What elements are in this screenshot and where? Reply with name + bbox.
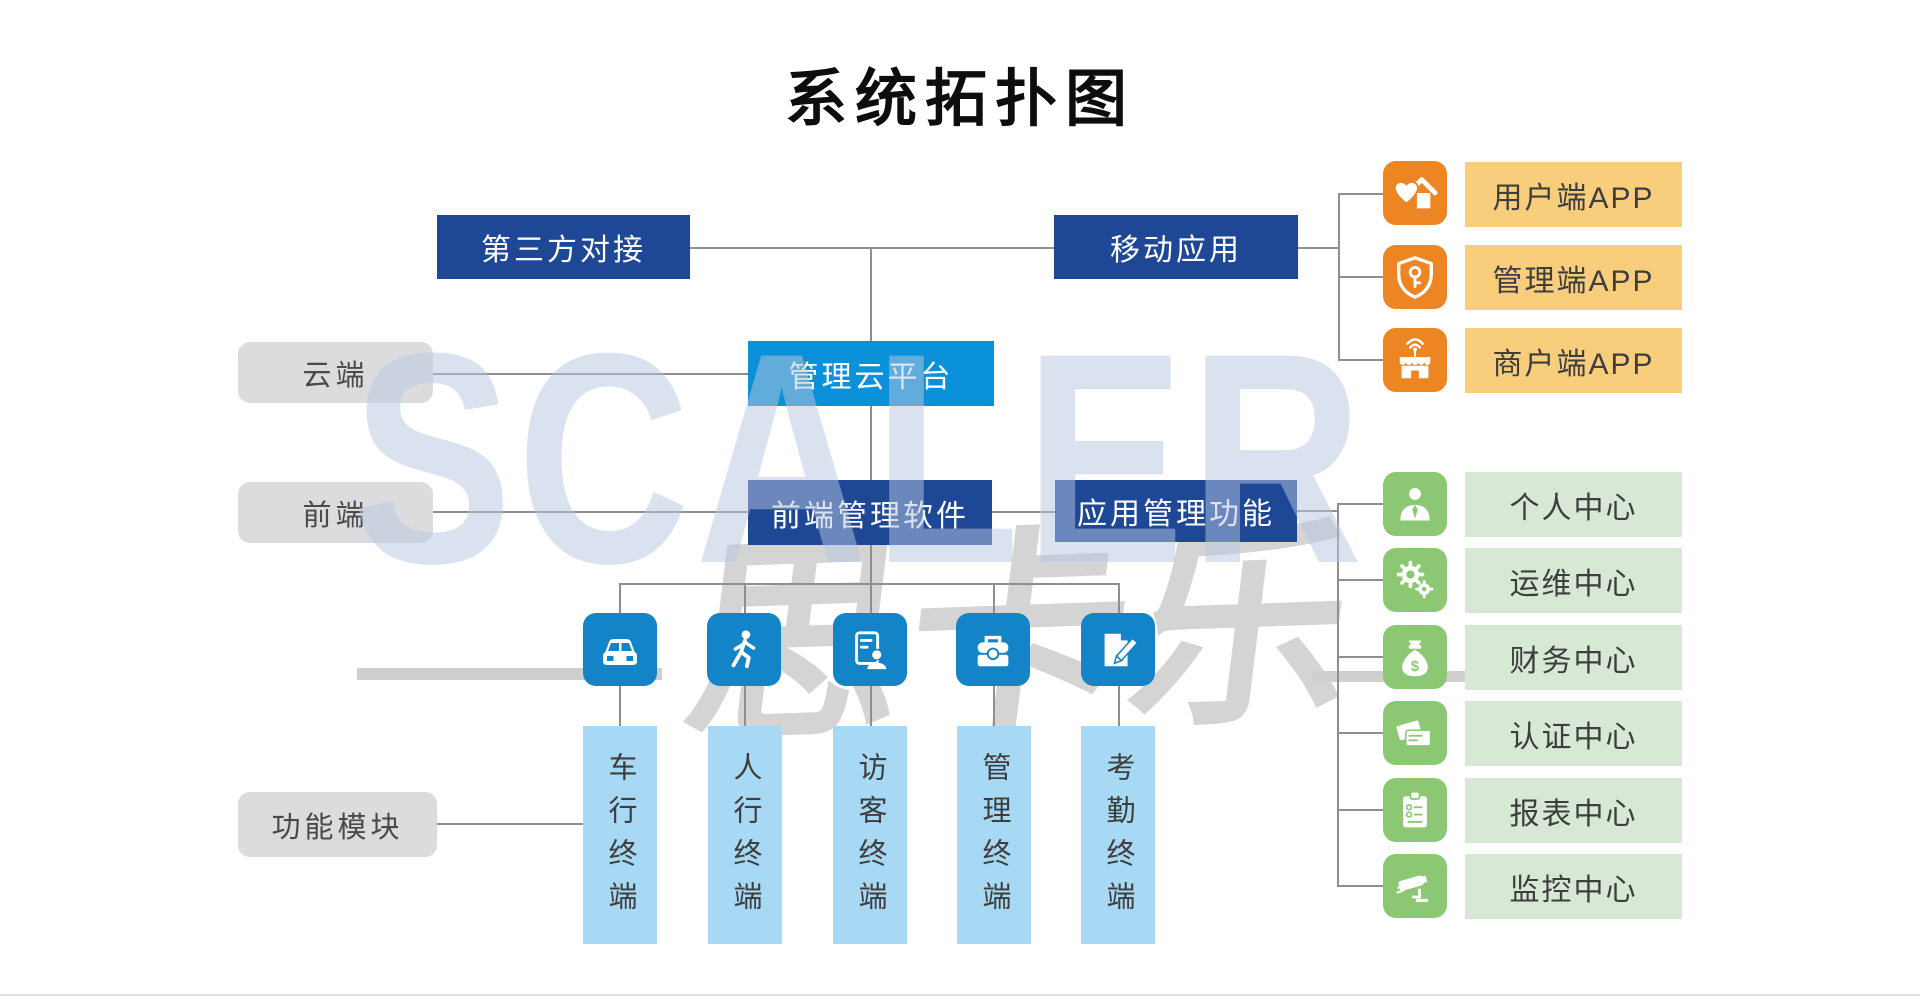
connector-top-vertical <box>870 247 872 341</box>
label-cloud-side: 云端 <box>238 342 433 403</box>
node-personal-center: 个人中心 <box>1465 472 1682 537</box>
node-personal-center-text: 个人中心 <box>1509 491 1638 525</box>
branch-center-3 <box>1337 656 1383 658</box>
money-bag-icon: $ <box>1383 625 1447 689</box>
cctv-icon <box>1383 854 1447 918</box>
bottom-rule <box>0 994 1920 996</box>
branch-app-1 <box>1338 193 1383 195</box>
toolbox-icon <box>956 613 1030 686</box>
stub-terminal-2 <box>744 686 746 726</box>
drop-terminal-4 <box>993 583 995 613</box>
label-front-side: 前端 <box>238 482 433 543</box>
store-wifi-icon <box>1383 328 1447 392</box>
connector-centers-vertical <box>1337 504 1339 887</box>
node-management-terminal: 管理终端 <box>957 726 1031 944</box>
clipboard-icon <box>1383 778 1447 842</box>
drop-terminal-1 <box>619 583 621 613</box>
stub-terminal-4 <box>993 686 995 726</box>
cards-icon <box>1383 701 1447 765</box>
node-frontend-software-text: 前端管理软件 <box>771 499 969 533</box>
connector-front-label <box>433 511 748 513</box>
label-cloud-side-text: 云端 <box>302 359 369 392</box>
node-attendance-terminal-text: 考勤终端 <box>1102 752 1134 924</box>
connector-top-horizontal <box>690 247 1054 249</box>
node-visitor-terminal: 访客终端 <box>833 726 907 944</box>
node-report-center-text: 报表中心 <box>1509 797 1638 831</box>
svg-text:$: $ <box>1411 659 1419 675</box>
node-vehicle-terminal: 车行终端 <box>583 726 657 944</box>
node-management-terminal-text: 管理终端 <box>978 752 1010 924</box>
stub-terminal-1 <box>619 686 621 726</box>
shield-key-icon <box>1383 245 1447 309</box>
node-finance-center: 财务中心 <box>1465 625 1682 690</box>
label-function-module: 功能模块 <box>238 792 437 857</box>
branch-center-1 <box>1337 503 1383 505</box>
node-ops-center-text: 运维中心 <box>1509 567 1638 601</box>
node-merchant-app-text: 商户端APP <box>1492 347 1655 381</box>
node-admin-app: 管理端APP <box>1465 245 1682 310</box>
node-user-app: 用户端APP <box>1465 162 1682 227</box>
branch-center-4 <box>1337 732 1383 734</box>
branch-center-2 <box>1337 579 1383 581</box>
connector-terminal-bus <box>619 583 1119 585</box>
node-pedestrian-terminal-text: 人行终端 <box>729 752 761 924</box>
node-vehicle-terminal-text: 车行终端 <box>604 752 636 924</box>
gears-icon <box>1383 548 1447 612</box>
person-icon <box>1383 472 1447 536</box>
node-auth-center: 认证中心 <box>1465 701 1682 766</box>
node-frontend-software: 前端管理软件 <box>748 480 992 545</box>
node-pedestrian-terminal: 人行终端 <box>708 726 782 944</box>
connector-mobile-right <box>1298 247 1338 249</box>
stub-terminal-3 <box>870 686 872 726</box>
heart-home-icon <box>1383 161 1447 225</box>
node-mobile-app-text: 移动应用 <box>1110 234 1242 267</box>
label-front-side-text: 前端 <box>302 499 369 532</box>
drop-terminal-5 <box>1118 583 1120 613</box>
node-user-app-text: 用户端APP <box>1492 181 1655 215</box>
connector-frontend-to-appmgmt <box>992 511 1055 513</box>
node-third-party-text: 第三方对接 <box>481 234 646 267</box>
node-report-center: 报表中心 <box>1465 778 1682 843</box>
node-auth-center-text: 认证中心 <box>1509 720 1638 754</box>
node-third-party: 第三方对接 <box>437 215 690 279</box>
diagram-title: 系统拓扑图 <box>784 66 1135 134</box>
car-icon <box>583 613 657 686</box>
node-attendance-terminal: 考勤终端 <box>1081 726 1155 944</box>
pen-paper-icon <box>1081 613 1155 686</box>
node-ops-center: 运维中心 <box>1465 548 1682 613</box>
stub-terminal-5 <box>1118 686 1120 726</box>
branch-app-2 <box>1338 276 1383 278</box>
node-app-functions: 应用管理功能 <box>1055 480 1297 542</box>
visitor-card-icon <box>833 613 907 686</box>
connector-module-label <box>437 823 583 825</box>
branch-app-3 <box>1338 359 1383 361</box>
node-mobile-app: 移动应用 <box>1054 215 1298 279</box>
node-cloud-platform-text: 管理云平台 <box>788 360 954 394</box>
branch-center-5 <box>1337 809 1383 811</box>
node-app-functions-text: 应用管理功能 <box>1077 498 1275 531</box>
walker-icon <box>707 613 781 686</box>
connector-appmgmt-right <box>1297 510 1337 512</box>
node-visitor-terminal-text: 访客终端 <box>854 752 886 924</box>
connector-platform-to-frontend <box>870 406 872 480</box>
drop-terminal-3 <box>870 583 872 613</box>
node-finance-center-text: 财务中心 <box>1509 644 1638 678</box>
label-function-module-text: 功能模块 <box>271 811 404 844</box>
drop-terminal-2 <box>744 583 746 613</box>
branch-center-6 <box>1337 885 1383 887</box>
connector-frontend-down <box>870 545 872 583</box>
node-merchant-app: 商户端APP <box>1465 328 1682 393</box>
node-monitor-center-text: 监控中心 <box>1509 873 1638 907</box>
node-monitor-center: 监控中心 <box>1465 854 1682 919</box>
node-cloud-platform: 管理云平台 <box>748 341 994 406</box>
connector-cloud-label <box>433 373 748 375</box>
node-admin-app-text: 管理端APP <box>1492 264 1655 298</box>
